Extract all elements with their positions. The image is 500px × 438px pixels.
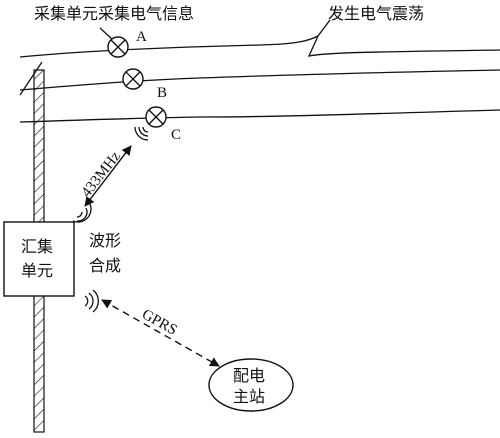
point-a-label: A <box>136 29 147 45</box>
point-b-label: B <box>157 85 167 101</box>
waveform-label-line2: 合成 <box>89 256 121 275</box>
collector-label: 采集单元采集电气信息 <box>34 4 194 23</box>
aggregator-label-line2: 单元 <box>21 261 53 280</box>
oscillation-label: 发生电气震荡 <box>328 4 424 23</box>
point-c-label: C <box>171 127 181 143</box>
waveform-label-line1: 波形 <box>89 231 121 250</box>
signal-aggregator-top-icon <box>72 203 92 223</box>
signal-aggregator-bottom-icon <box>84 289 99 313</box>
sensor-a-icon <box>107 36 129 58</box>
signal-c-icon <box>134 126 149 141</box>
collector-pointer <box>99 27 114 41</box>
gprs-link-arrow <box>101 299 220 367</box>
master-label-line2: 主站 <box>233 387 265 406</box>
freq-label: 433MHz <box>79 148 125 200</box>
radio-link-arrow <box>84 145 132 207</box>
aggregator-label-line1: 汇集 <box>21 237 53 256</box>
power-line-a <box>19 34 500 58</box>
power-line-b <box>19 69 500 91</box>
aggregator-unit-box <box>3 221 75 297</box>
gprs-label: GPRS <box>139 307 180 339</box>
master-station-ellipse <box>208 358 294 412</box>
sensor-c-icon <box>145 106 167 128</box>
sensor-b-icon <box>122 68 144 90</box>
power-line-c <box>19 109 500 123</box>
oscillation-pointer <box>317 19 331 37</box>
master-label-line1: 配电 <box>233 366 265 385</box>
